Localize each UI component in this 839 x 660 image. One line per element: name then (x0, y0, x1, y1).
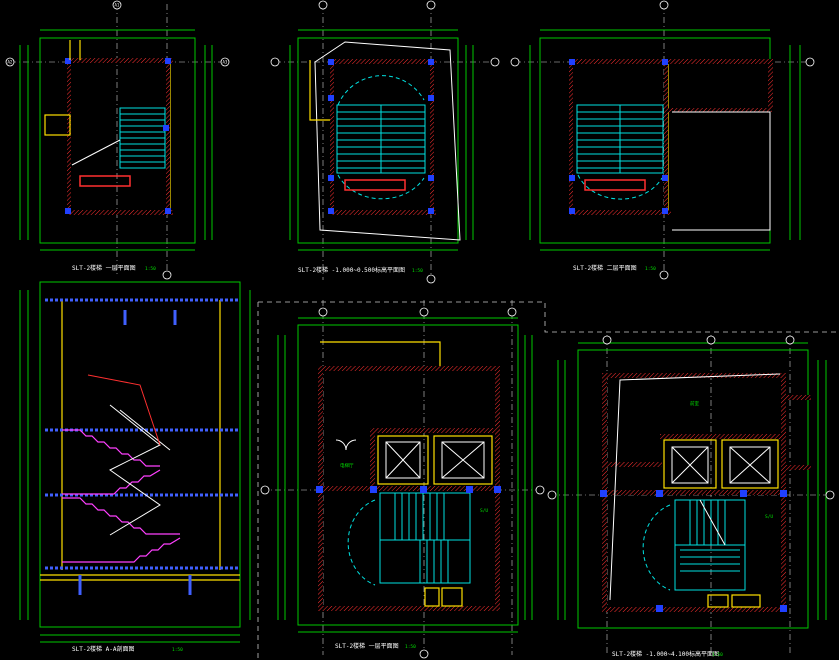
plan-1: A1 A2 A3 SLT-2楼梯 一层平面图 1:50 (5, 0, 230, 280)
plan-3-scale: 1:50 (645, 266, 656, 272)
plan-6-room: 前室 (690, 400, 699, 407)
plan-3-title: SLT-2楼梯 二层平面图 (573, 264, 637, 272)
plan-2-scale: 1:50 (412, 268, 423, 274)
plan-3: SLT-2楼梯 二层平面图 1:50 (510, 0, 815, 280)
section-title: SLT-2楼梯 A-A剖面图 (72, 645, 135, 653)
svg-text:A1: A1 (115, 3, 120, 8)
section-a-a: SLT-2楼梯 A-A剖面图 1:50 (19, 281, 251, 653)
plan-5-elev: S/U (480, 508, 488, 514)
plan-5: 电梯厅 S/U SLT-2楼梯 一层平面图 1:50 (260, 300, 545, 659)
svg-text:A3: A3 (223, 60, 228, 65)
plan-5-title: SLT-2楼梯 一层平面图 (335, 642, 399, 650)
plan-1-title: SLT-2楼梯 一层平面图 (72, 264, 136, 272)
plan-6-elev: S/U (765, 514, 773, 520)
plan-5-scale: 1:50 (405, 644, 416, 650)
plan-2-title: SLT-2楼梯 -1.000~0.500标高平面图 (298, 266, 405, 274)
section-scale: 1:50 (172, 647, 183, 653)
plan-5-room: 电梯厅 (340, 462, 354, 469)
svg-text:A2: A2 (8, 60, 13, 65)
plan-2: SLT-2楼梯 -1.000~0.500标高平面图 1:50 (270, 0, 500, 284)
plan-6: 前室 S/U SLT-2楼梯 -1.000~4.100标高平面图 1:50 (547, 335, 835, 658)
plan-6-title: SLT-2楼梯 -1.000~4.100标高平面图 (612, 650, 719, 658)
dashed-boundary (258, 301, 839, 333)
plan-6-scale: 1:50 (712, 652, 723, 658)
plan-1-scale: 1:50 (145, 266, 156, 272)
